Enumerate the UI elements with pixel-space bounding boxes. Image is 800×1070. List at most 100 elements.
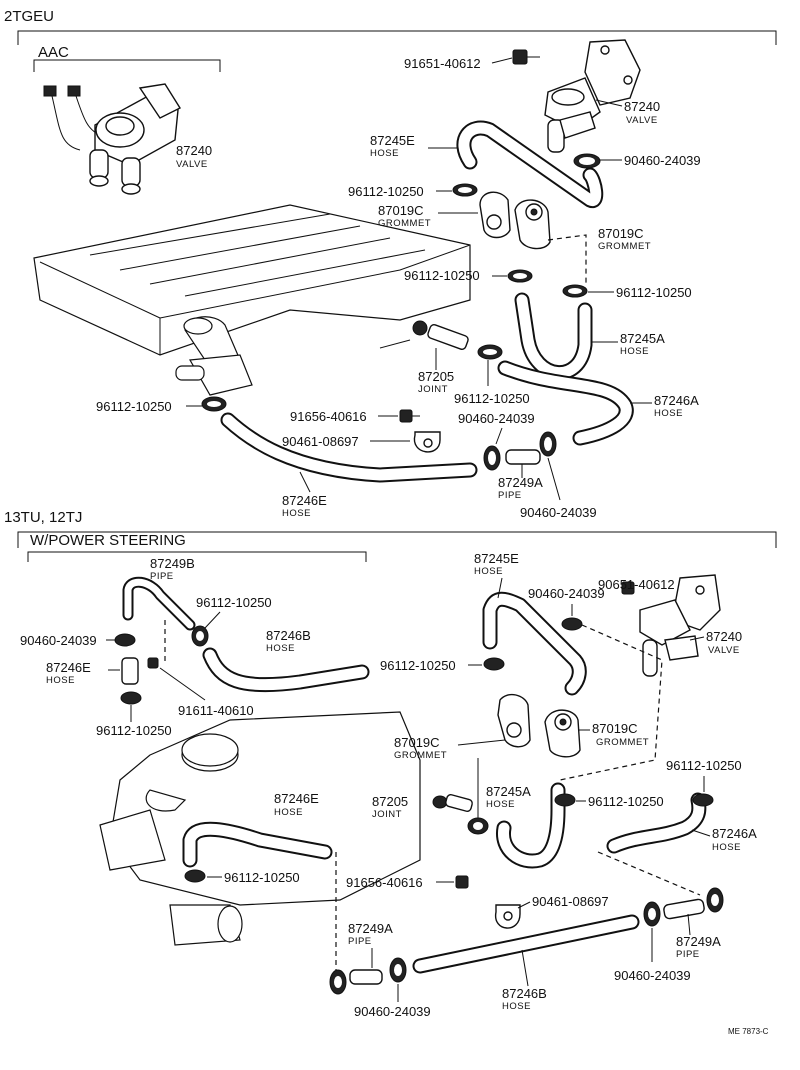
dash-valve-bottom xyxy=(559,624,663,781)
section-title-13tu-12tj: 13TU, 12TJ xyxy=(4,509,82,526)
part-91656-40616: 91656-40616 xyxy=(290,409,367,424)
top-pipe-87249A xyxy=(505,431,557,465)
leader-91651 xyxy=(491,57,513,64)
part-87246E-mid-desc: HOSE xyxy=(274,807,303,818)
part-87240-bottom-desc: VALVE xyxy=(708,645,740,656)
part-96112-10250-f-bottom: 96112-10250 xyxy=(666,758,742,773)
joint-engine-line xyxy=(379,339,411,349)
part-96112-10250-a-bottom: 96112-10250 xyxy=(196,595,272,610)
bottom-clamp-96112-a xyxy=(191,625,209,647)
bottom-grommet-left xyxy=(497,693,531,748)
part-90461-08697-bottom: 90461-08697 xyxy=(532,894,609,909)
part-87249A: 87249A xyxy=(498,475,543,490)
bottom-hose-87246B-long xyxy=(412,914,640,974)
top-valve-drawing xyxy=(512,39,641,153)
part-87249A-right: 87249A xyxy=(676,934,721,949)
part-87019C-left-desc: GROMMET xyxy=(378,218,431,229)
top-clip-90461 xyxy=(413,431,441,453)
top-clamp-96112-d xyxy=(477,344,503,360)
part-91651-40612: 91651-40612 xyxy=(404,56,481,71)
top-hose-87246A xyxy=(497,360,634,446)
bottom-bolt-91611 xyxy=(147,657,159,669)
part-87249B-desc: PIPE xyxy=(150,571,174,582)
bottom-clamp-96112-e xyxy=(554,793,576,807)
leader-87246B-bottom xyxy=(521,949,529,987)
part-87240-desc: VALVE xyxy=(626,115,658,126)
bottom-clip-90461 xyxy=(495,904,521,929)
part-87246A: 87246A xyxy=(654,393,699,408)
part-87205-bottom-desc: JOINT xyxy=(372,809,402,820)
part-87249A-left: 87249A xyxy=(348,921,393,936)
leader-96112-a-bottom xyxy=(204,611,221,629)
power-steering-label: W/POWER STEERING xyxy=(30,532,186,549)
part-87205-desc: JOINT xyxy=(418,384,448,395)
top-clamp-96112-c xyxy=(562,284,588,298)
bottom-grommet-right xyxy=(544,709,581,758)
part-87245A-bottom-desc: HOSE xyxy=(486,799,515,810)
part-87245E-bottom-desc: HOSE xyxy=(474,566,503,577)
part-96112-10250-b: 96112-10250 xyxy=(404,268,480,283)
top-clamp-96112-e xyxy=(201,396,227,412)
part-87245E-bottom: 87245E xyxy=(474,551,519,566)
part-87246A-bottom: 87246A xyxy=(712,826,757,841)
section-title-2tgeu: 2TGEU xyxy=(4,8,54,25)
part-96112-10250-e-bottom: 96112-10250 xyxy=(588,794,664,809)
part-87249A-right-desc: PIPE xyxy=(676,949,700,960)
part-90460-24039-c: 90460-24039 xyxy=(520,505,597,520)
part-87246A-desc: HOSE xyxy=(654,408,683,419)
top-clamp-90460-b xyxy=(483,445,501,471)
part-87249A-left-desc: PIPE xyxy=(348,936,372,947)
leader-87240-bottom xyxy=(689,636,705,641)
bottom-hose-87246E-mid xyxy=(182,821,333,868)
part-90461-08697: 90461-08697 xyxy=(282,434,359,449)
part-87240-bottom: 87240 xyxy=(706,629,742,644)
part-87245A: 87245A xyxy=(620,331,665,346)
part-90460-24039-b-bottom: 90460-24039 xyxy=(528,586,605,601)
part-87246E: 87246E xyxy=(282,493,327,508)
top-hose-87245A xyxy=(514,292,593,380)
section-bracket-bottom xyxy=(17,531,777,548)
bottom-pipe-87249B xyxy=(122,576,196,631)
part-87205: 87205 xyxy=(418,369,454,384)
part-90460-24039-a: 90460-24039 xyxy=(624,153,701,168)
part-87019C-right-desc: GROMMET xyxy=(598,241,651,252)
leader-90460-b xyxy=(495,427,503,445)
top-grommet-right xyxy=(514,199,551,250)
part-91656-40616-bottom: 91656-40616 xyxy=(346,875,423,890)
bottom-hose-87245E xyxy=(482,591,587,696)
top-joint-87205 xyxy=(412,320,469,350)
part-87249B: 87249B xyxy=(150,556,195,571)
bottom-hose-87245A xyxy=(496,782,566,869)
part-90460-24039-c-bottom: 90460-24039 xyxy=(614,968,691,983)
bottom-clamp-near-joint xyxy=(467,817,489,835)
bottom-clamp-90460-b xyxy=(561,617,583,631)
part-90460-24039-b: 90460-24039 xyxy=(458,411,535,426)
aac-label: AAC xyxy=(38,44,69,61)
figure-code: ME 7873-C xyxy=(728,1027,769,1036)
aac-bracket xyxy=(33,59,221,72)
top-bolt-91656 xyxy=(399,409,420,423)
bottom-hose-87246E-left xyxy=(121,657,139,685)
leader-87019C-left-bottom xyxy=(457,739,506,746)
part-87019C-left-bottom-desc: GROMMET xyxy=(394,750,447,761)
bottom-engine-block xyxy=(99,711,421,946)
part-87240-valve: 87240 xyxy=(624,99,660,114)
part-96112-10250-a: 96112-10250 xyxy=(348,184,424,199)
part-90460-24039-a-bottom: 90460-24039 xyxy=(20,633,97,648)
part-90460-24039-d-bottom: 90460-24039 xyxy=(354,1004,431,1019)
part-87019C-right-bottom-desc: GROMMET xyxy=(596,737,649,748)
aac-part-number: 87240 xyxy=(176,143,212,158)
part-87246B-top: 87246B xyxy=(266,628,311,643)
leader-91611 xyxy=(159,667,206,701)
bottom-clamp-96112-c xyxy=(483,657,505,671)
part-96112-10250-c-bottom: 96112-10250 xyxy=(380,658,456,673)
leader-87249A-right xyxy=(687,913,691,936)
part-87246E-desc: HOSE xyxy=(282,508,311,519)
part-87019C-right-bottom: 87019C xyxy=(592,721,638,736)
aac-valve-drawing xyxy=(43,83,182,195)
top-clamp-96112-b xyxy=(507,269,533,283)
leader-87246A-bottom xyxy=(691,829,711,837)
top-clamp-90460-a xyxy=(573,153,601,169)
top-hose-87245E xyxy=(456,120,604,209)
